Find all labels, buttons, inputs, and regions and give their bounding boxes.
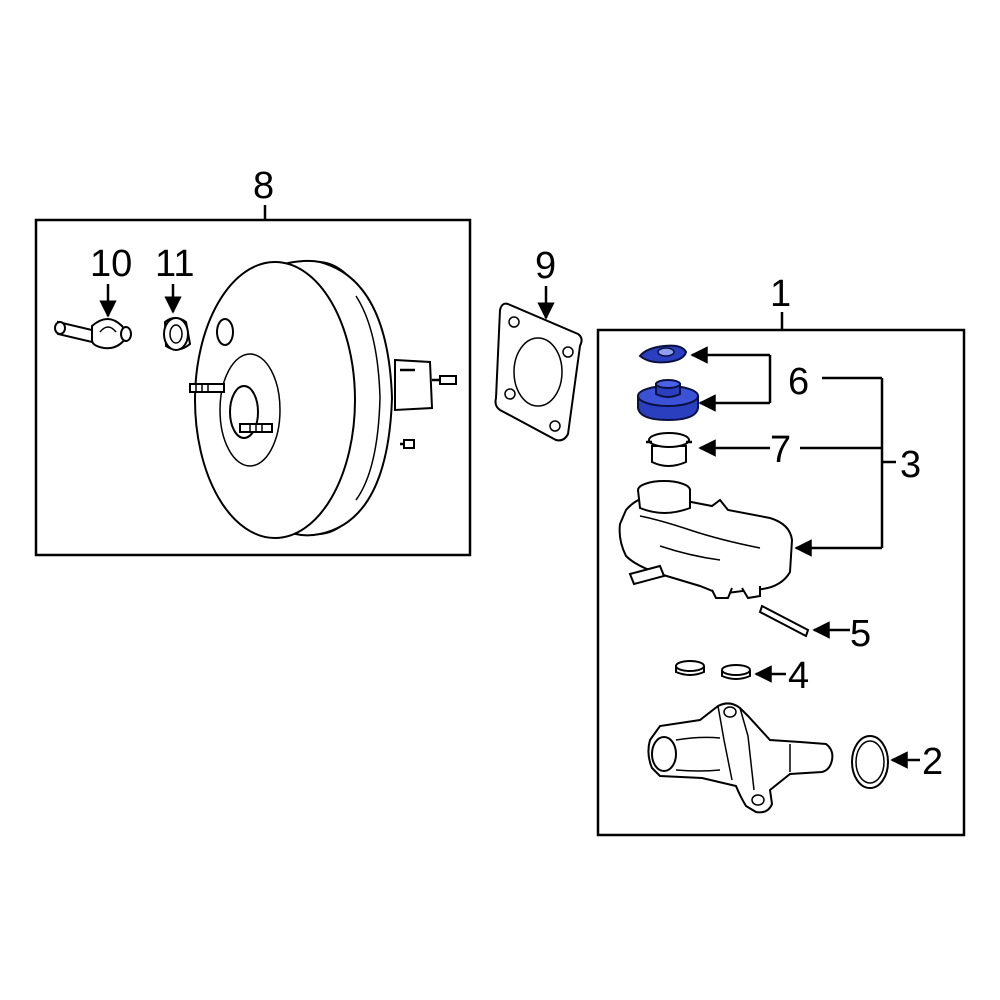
callout-8[interactable]: 8 (253, 165, 274, 207)
fluid-reservoir-part[interactable] (618, 480, 794, 600)
reservoir-strainer-part[interactable] (646, 432, 692, 467)
check-valve-part[interactable] (54, 318, 132, 350)
callout-6[interactable]: 6 (788, 361, 809, 403)
reservoir-cap-part[interactable] (637, 379, 699, 422)
reservoir-cap-seal-part[interactable] (638, 344, 688, 364)
callout-4[interactable]: 4 (788, 655, 809, 697)
callout-1[interactable]: 1 (770, 273, 791, 315)
master-cylinder-oring-part[interactable] (851, 735, 889, 789)
callout-10[interactable]: 10 (90, 243, 132, 285)
callout-9[interactable]: 9 (535, 245, 556, 287)
booster-group: 8 10 11 (34, 165, 472, 557)
booster-gasket-part[interactable] (494, 302, 583, 442)
reservoir-grommets-part[interactable] (675, 660, 751, 680)
callout-3[interactable]: 3 (900, 444, 921, 486)
callout-11[interactable]: 11 (155, 243, 194, 285)
master-cylinder-body-part[interactable] (647, 702, 834, 814)
callout-5[interactable]: 5 (850, 613, 871, 655)
booster-group-box (34, 218, 472, 557)
callout-7[interactable]: 7 (770, 429, 791, 471)
callout-2[interactable]: 2 (922, 741, 943, 783)
master-cylinder-group: 1 6 7 (596, 273, 966, 837)
grommet-part[interactable] (163, 317, 192, 351)
reservoir-pin-part[interactable] (758, 604, 810, 638)
brake-booster-part[interactable] (189, 259, 457, 539)
